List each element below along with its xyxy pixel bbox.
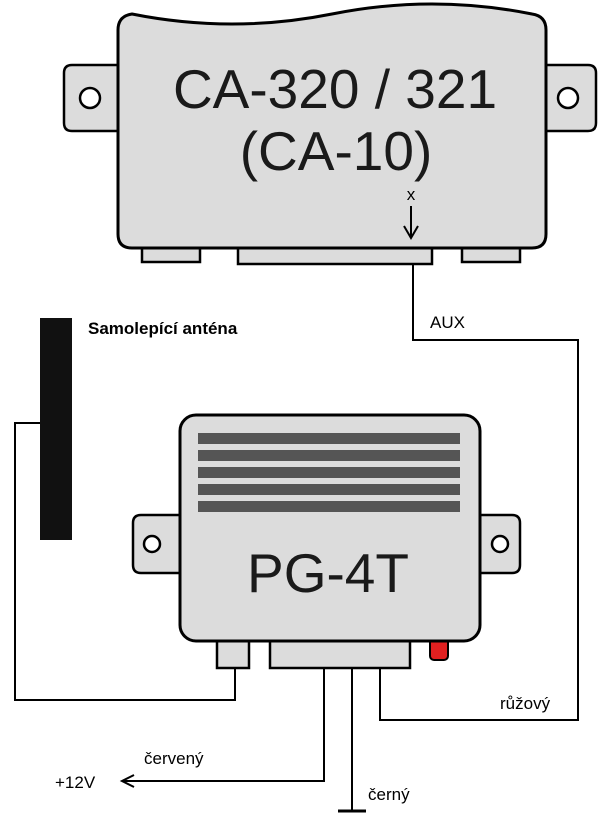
antenna-wire: [14, 422, 236, 701]
pink-wire-label: růžový: [500, 694, 551, 713]
antenna: Samolepící anténa: [40, 318, 238, 540]
antenna-label: Samolepící anténa: [88, 319, 238, 338]
panel-right-mount-hole: [556, 86, 580, 110]
module-vent: [198, 433, 460, 512]
aux-wire: [379, 264, 579, 721]
panel-left-mount-hole: [78, 86, 102, 110]
pg4t-module: PG-4T: [131, 413, 522, 670]
panel-body: [116, 2, 548, 250]
aux-label: AUX: [430, 313, 465, 332]
supply-label: +12V: [55, 773, 96, 792]
module-title: PG-4T: [247, 542, 409, 604]
control-panel: CA-320 / 321 (CA-10) x: [62, 2, 598, 266]
red-wire-arrow-head: [119, 774, 135, 788]
red-wire-label: červený: [144, 749, 204, 768]
red-wire: [124, 668, 325, 782]
module-left-mount-hole: [142, 534, 162, 554]
panel-title-line1: CA-320 / 321: [173, 58, 497, 120]
black-wire-label: černý: [368, 785, 410, 804]
module-body: [178, 413, 482, 643]
antenna-strip: [40, 318, 72, 540]
terminal-marker: x: [407, 185, 416, 204]
panel-title-line2: (CA-10): [240, 120, 433, 182]
terminal-arrow-head: [403, 225, 419, 240]
module-right-mount-hole: [490, 534, 510, 554]
